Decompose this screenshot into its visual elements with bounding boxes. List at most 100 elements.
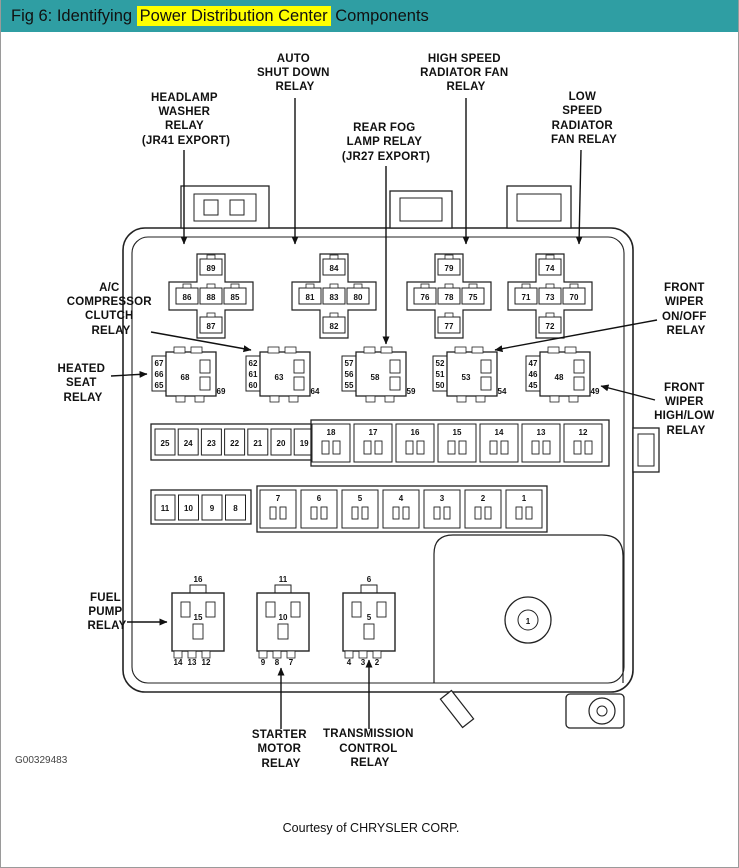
round-connector	[504, 596, 552, 644]
cavity-number: 79	[445, 264, 454, 273]
relay-pin	[258, 650, 268, 659]
fuse-element	[447, 440, 456, 455]
relay-pin	[286, 650, 296, 659]
relay-cavity-notch	[468, 283, 478, 289]
cavity-number: 13	[188, 658, 197, 667]
callout-arrow-front-wiper-highlow	[600, 384, 656, 401]
relay-slot	[363, 623, 375, 640]
fuse-number: 8	[233, 504, 238, 513]
relay-pin	[269, 395, 280, 403]
callout-line: STARTER	[252, 729, 307, 741]
relay-slot	[277, 623, 289, 640]
relay-cavity-notch	[206, 254, 216, 260]
fuse-number: 1	[522, 494, 527, 503]
courtesy-credit: Courtesy of CHRYSLER CORP.	[283, 821, 460, 835]
callout-line: RELAY	[165, 120, 204, 132]
fuse-element	[525, 506, 533, 520]
callout-line: SHUT DOWN	[257, 67, 330, 79]
relay-tab	[454, 346, 467, 354]
fuse-element	[332, 440, 341, 455]
cavity-number: 2	[375, 658, 380, 667]
fuse-cell	[341, 489, 379, 529]
fuse-element	[531, 440, 540, 455]
cavity-number: 89	[207, 264, 216, 273]
cavity-number: 14	[174, 658, 183, 667]
cavity-number: 81	[306, 293, 315, 302]
top-connector-tab-inner	[193, 193, 257, 222]
fuse-element	[542, 440, 551, 455]
relay-cavity-notch	[545, 254, 555, 260]
cavity-number: 78	[445, 293, 454, 302]
relay-pin	[288, 395, 299, 403]
fuse-element	[515, 506, 523, 520]
cavity-number: 47	[529, 359, 538, 368]
cavity-number: 68	[181, 373, 190, 382]
cavity-number: 62	[249, 359, 258, 368]
callout-line: RELAY	[64, 392, 103, 404]
bottom-right-region-outline	[433, 534, 624, 683]
callout-arrow-ac-compressor	[150, 331, 252, 353]
callout-line: RELAY	[262, 758, 301, 770]
callout-starter-motor-relay: STARTER MOTOR RELAY	[252, 729, 310, 770]
relay-slot	[480, 376, 492, 391]
cavity-number: 73	[546, 293, 555, 302]
callouts: HEADLAMP WASHER RELAY (JR41 EXPORT) AUTO…	[57, 53, 714, 770]
relay-pin	[194, 395, 205, 403]
top-connector-tab-inner	[516, 193, 562, 222]
fuse-element	[351, 506, 359, 520]
fuse-cell	[423, 489, 461, 529]
cavity-number: 45	[529, 381, 538, 390]
relay-body	[342, 592, 396, 652]
fuse-cell	[382, 489, 420, 529]
fuse-cell	[464, 489, 502, 529]
fuse-number: 11	[161, 504, 170, 513]
cavity-number: 84	[330, 264, 339, 273]
fuse-number: 17	[369, 428, 378, 437]
cavity-number: 70	[570, 293, 579, 302]
fuse-number: 14	[495, 428, 504, 437]
fuse-number: 5	[358, 494, 363, 503]
fuse-element	[433, 506, 441, 520]
relay-tab	[564, 346, 577, 354]
relay-cavity-notch	[545, 312, 555, 318]
cavity-number: 50	[436, 381, 445, 390]
cavity-number: 87	[207, 322, 216, 331]
fuse-element	[474, 506, 482, 520]
bottom-mount-hole-inner	[596, 705, 608, 717]
callout-line: HEADLAMP	[151, 92, 218, 104]
cavity-number: 48	[555, 373, 564, 382]
fuse-element	[584, 440, 593, 455]
fuse-element	[363, 440, 372, 455]
cavity-number: 72	[546, 322, 555, 331]
cavity-number: 67	[155, 359, 164, 368]
cavity-number: 86	[183, 293, 192, 302]
top-connector-tab-inner	[399, 197, 443, 222]
cavity-number: 12	[202, 658, 211, 667]
callout-line: SPEED	[562, 105, 602, 117]
fuse-cell	[225, 494, 246, 521]
callout-line: SEAT	[66, 377, 97, 389]
callout-arrow-heated-seat	[110, 370, 148, 378]
fuse-element	[500, 440, 509, 455]
callout-line: (JR41 EXPORT)	[142, 135, 230, 147]
relay-slot	[573, 376, 585, 391]
side-connector-tab	[632, 427, 660, 473]
fuse-element	[374, 440, 383, 455]
fuse-cell	[201, 494, 223, 521]
relay-pin	[358, 650, 368, 659]
cavity-number: 85	[231, 293, 240, 302]
cavity-number: 9	[261, 658, 266, 667]
top-connector-tab	[389, 190, 453, 229]
callout-line: LOW	[569, 91, 596, 103]
fuse-element	[443, 506, 451, 520]
cavity-number: 57	[345, 359, 354, 368]
callout-line: RELAY	[351, 757, 390, 769]
relay-cavity-notch	[545, 283, 555, 289]
fuse-element	[402, 506, 410, 520]
cavity-number: 49	[591, 387, 600, 396]
cavity-number: 8	[275, 658, 280, 667]
relay-slot	[180, 601, 191, 618]
fuse-number: 23	[207, 439, 216, 448]
cavity-number: 60	[249, 381, 258, 390]
fuse-cell	[259, 489, 297, 529]
